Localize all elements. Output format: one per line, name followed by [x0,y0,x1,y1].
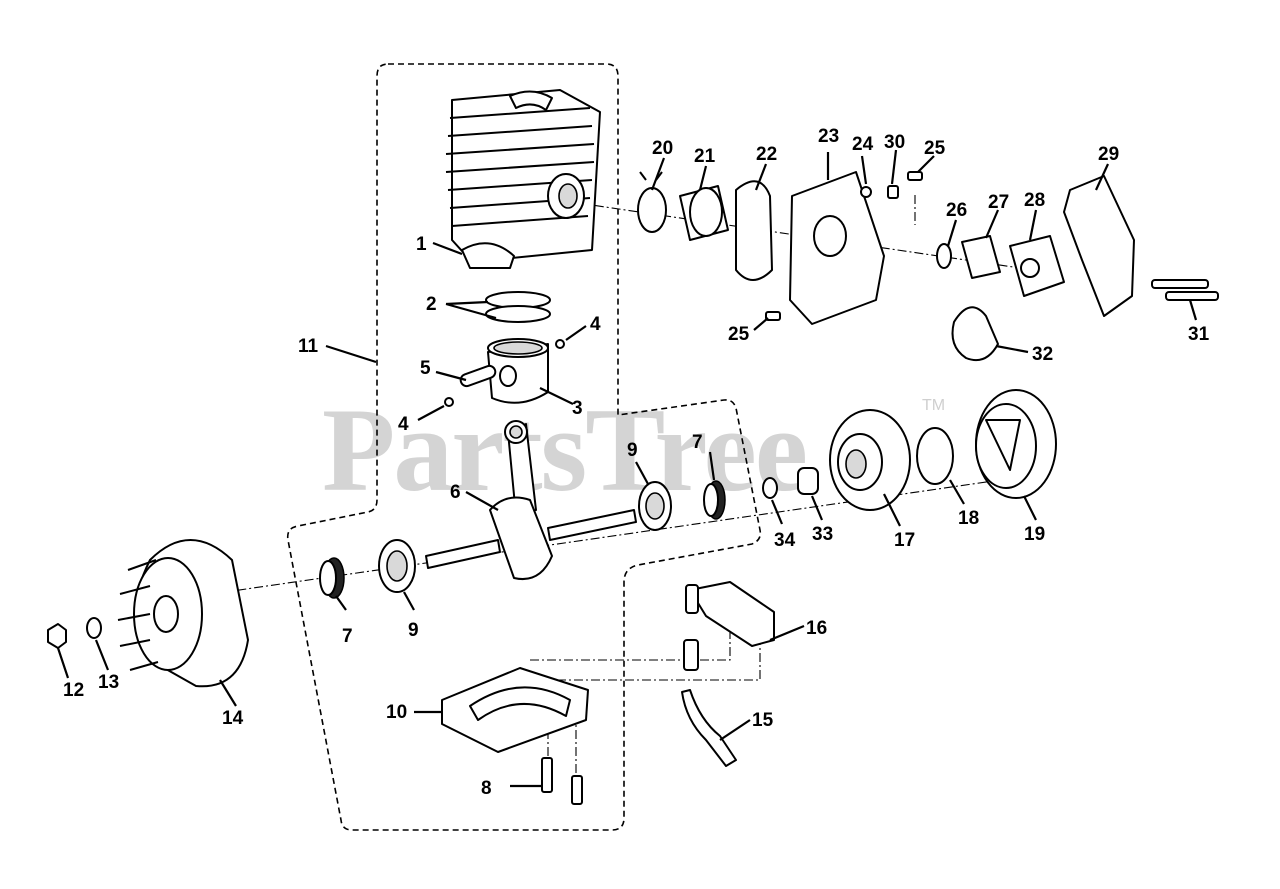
screws-part-31 [1151,279,1219,301]
callout-21: 21 [694,146,716,167]
callout-10: 10 [386,702,407,723]
callout-30: 30 [884,132,905,153]
callout-31: 31 [1188,324,1210,345]
spacer-part [797,467,819,495]
flywheel-part [117,539,249,688]
callout-22: 22 [756,144,777,165]
callout-20: 20 [652,138,673,159]
callout-18: 18 [958,508,979,529]
callout-17: 17 [894,530,915,551]
callout-32: 32 [1032,344,1053,365]
bearing-part-right [638,481,672,531]
piston-rings-part [485,291,551,323]
piston-part [487,338,549,404]
callout-11: 11 [298,336,319,357]
callout-6: 6 [450,482,461,503]
callout-5: 5 [420,358,431,379]
callout-25-top: 25 [924,138,946,159]
screw-part-25-top [907,171,923,181]
washer-part-24 [860,186,872,198]
crankshaft-part [425,420,637,580]
bolts-part [541,757,583,805]
clutch-part [975,389,1057,499]
gasket-part-22 [735,180,773,281]
callout-9-left: 9 [408,620,419,641]
callout-23: 23 [818,126,839,147]
callout-28: 28 [1024,190,1045,211]
washer-part-34 [762,477,778,499]
watermark-trademark: TM [922,397,945,414]
callout-2: 2 [426,294,437,315]
leader-lines [56,149,1198,788]
callout-25-bottom: 25 [728,324,750,345]
callout-3: 3 [572,398,583,419]
cylinder-part [445,89,601,269]
clamp-part [637,171,667,233]
starter-pulley-part [829,409,911,511]
callout-19: 19 [1024,524,1045,545]
callout-7-left: 7 [342,626,353,647]
callout-16: 16 [806,618,827,639]
callout-14: 14 [222,708,244,729]
ignition-module-part [681,581,775,767]
intake-boot-part [679,185,729,241]
callout-12: 12 [63,680,84,701]
callout-4-lower: 4 [398,414,409,435]
carburetor-part [1009,235,1065,297]
piston-pin-part [444,339,565,407]
callout-15: 15 [752,710,774,731]
assembly-boundary [286,63,762,831]
oil-seal-part-right [703,480,726,520]
gasket-plate-part-27 [961,235,1001,279]
carb-adapter-part [789,171,885,325]
callout-7-right: 7 [692,432,703,453]
washer-part-18 [916,427,954,485]
nut-washer-part [47,617,102,649]
watermark: PartsTree [322,383,806,516]
bearing-part-left [378,539,416,593]
callout-24: 24 [852,134,874,155]
elbow-part-32 [951,306,999,362]
callout-1: 1 [416,234,427,255]
nut-part-30 [887,185,899,199]
callout-9-right: 9 [627,440,638,461]
clip-part-26 [936,243,952,269]
callout-26: 26 [946,200,967,221]
callout-8: 8 [481,778,492,799]
callout-29: 29 [1098,144,1119,165]
oil-seal-part-left [319,557,345,599]
callout-27: 27 [988,192,1009,213]
screw-part-25-bottom [765,311,781,321]
callout-34: 34 [774,530,796,551]
air-filter-bracket-part [1063,175,1135,317]
centerline-ignition [530,620,761,681]
callout-33: 33 [812,524,833,545]
crankcase-part [441,667,589,753]
callout-4-upper: 4 [590,314,601,335]
callout-13: 13 [98,672,119,693]
